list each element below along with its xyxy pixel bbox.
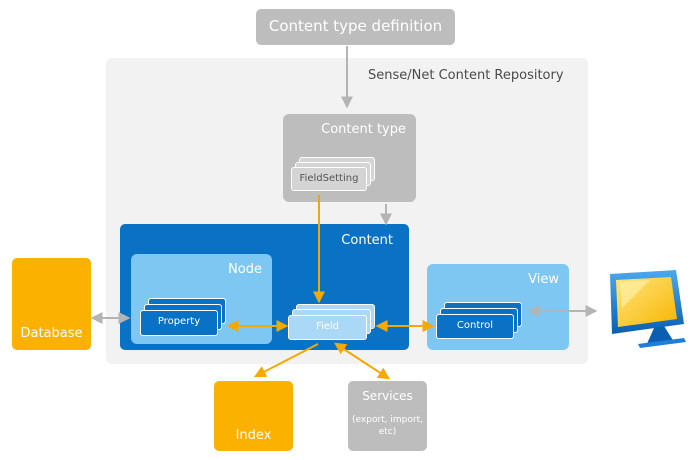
control-card: Control (436, 314, 514, 339)
control-label: Control (456, 320, 494, 331)
property-label: Property (157, 316, 201, 327)
content-type-definition-box: Content type definition (256, 9, 455, 45)
field-setting-card: FieldSetting (291, 167, 367, 191)
property-card: Property (140, 310, 218, 336)
node-label: Node (228, 262, 262, 277)
repository-title: Sense/Net Content Repository (368, 68, 564, 83)
field-card: Field (288, 315, 367, 340)
field-label: Field (315, 321, 340, 332)
content-label: Content (341, 233, 393, 248)
content-type-label: Content type (321, 122, 406, 137)
database-label: Database (20, 326, 83, 341)
services-label: Services (362, 389, 413, 403)
database-box: Database (12, 258, 91, 350)
index-box: Index (214, 381, 293, 451)
index-label: Index (235, 428, 272, 443)
services-detail: (export, import, etc) (352, 415, 423, 437)
field-setting-label: FieldSetting (299, 173, 359, 184)
services-box: Services (export, import, etc) (348, 381, 427, 451)
monitor-icon (610, 270, 686, 348)
content-type-definition-label: Content type definition (268, 17, 443, 35)
view-label: View (528, 272, 559, 287)
